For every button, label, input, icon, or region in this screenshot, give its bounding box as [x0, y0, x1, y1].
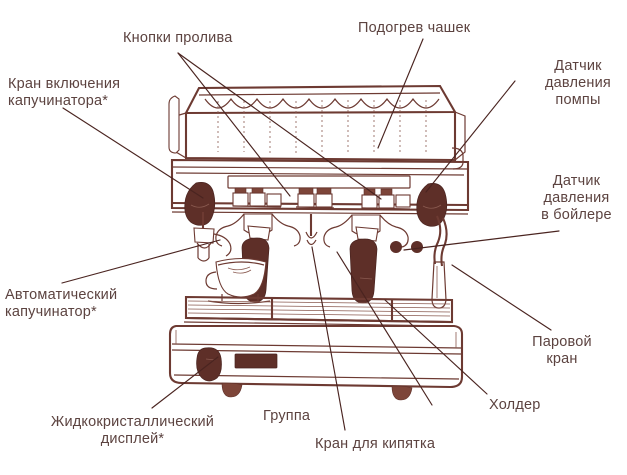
hot-water-spout — [305, 214, 318, 246]
lead-hot-water-tap — [311, 246, 346, 431]
right-knob — [416, 183, 448, 227]
machine-base — [168, 324, 464, 401]
label-brew-buttons: Кнопки пролива — [123, 30, 233, 46]
lead-steam-valve — [451, 264, 552, 331]
lead-brew-buttons-a — [177, 52, 291, 197]
control-panel — [170, 158, 470, 227]
label-portafilter: Холдер — [489, 397, 541, 413]
label-cappuccinatore-valve: Кран включения капучинатора* — [8, 76, 121, 110]
lead-cappuccinatore-valve — [62, 107, 204, 199]
brew-button-cluster-right — [361, 188, 411, 210]
cappuccino-cup — [205, 257, 271, 305]
label-lcd-display: Жидкокристаллический дисплей* — [50, 414, 215, 448]
lead-cup-warmer — [377, 38, 424, 149]
lcd-panel — [234, 353, 278, 369]
label-cup-warmer: Подогрев чашек — [358, 20, 471, 36]
drip-tray — [183, 295, 455, 327]
auto-cappuccinatore-unit — [193, 212, 232, 262]
lead-auto-cappuccinatore — [61, 239, 221, 284]
brew-button-cluster-left — [232, 187, 282, 208]
pressure-dots — [390, 241, 423, 253]
lead-portafilter — [384, 299, 488, 395]
label-hot-water-tap: Кран для кипятка — [315, 436, 436, 452]
portafilter-right — [349, 226, 379, 304]
lead-pump-pressure — [425, 80, 516, 193]
left-knob — [184, 182, 216, 226]
cup-warmer-tray — [168, 84, 466, 170]
lead-boiler-pressure — [403, 230, 560, 251]
lead-lcd-display — [151, 356, 219, 409]
lead-brew-buttons-b — [177, 52, 382, 200]
label-group-head: Группа — [263, 408, 311, 424]
lead-group-head — [336, 251, 433, 406]
label-steam-valve: Паровой кран — [532, 334, 592, 368]
label-auto-cappuccinatore: Автоматический капучинатор* — [5, 287, 118, 321]
label-pump-pressure-gauge: Датчик давления помпы — [545, 58, 611, 109]
label-boiler-pressure-gauge: Датчик давления в бойлере — [541, 173, 612, 224]
brew-button-cluster-center — [295, 187, 335, 209]
